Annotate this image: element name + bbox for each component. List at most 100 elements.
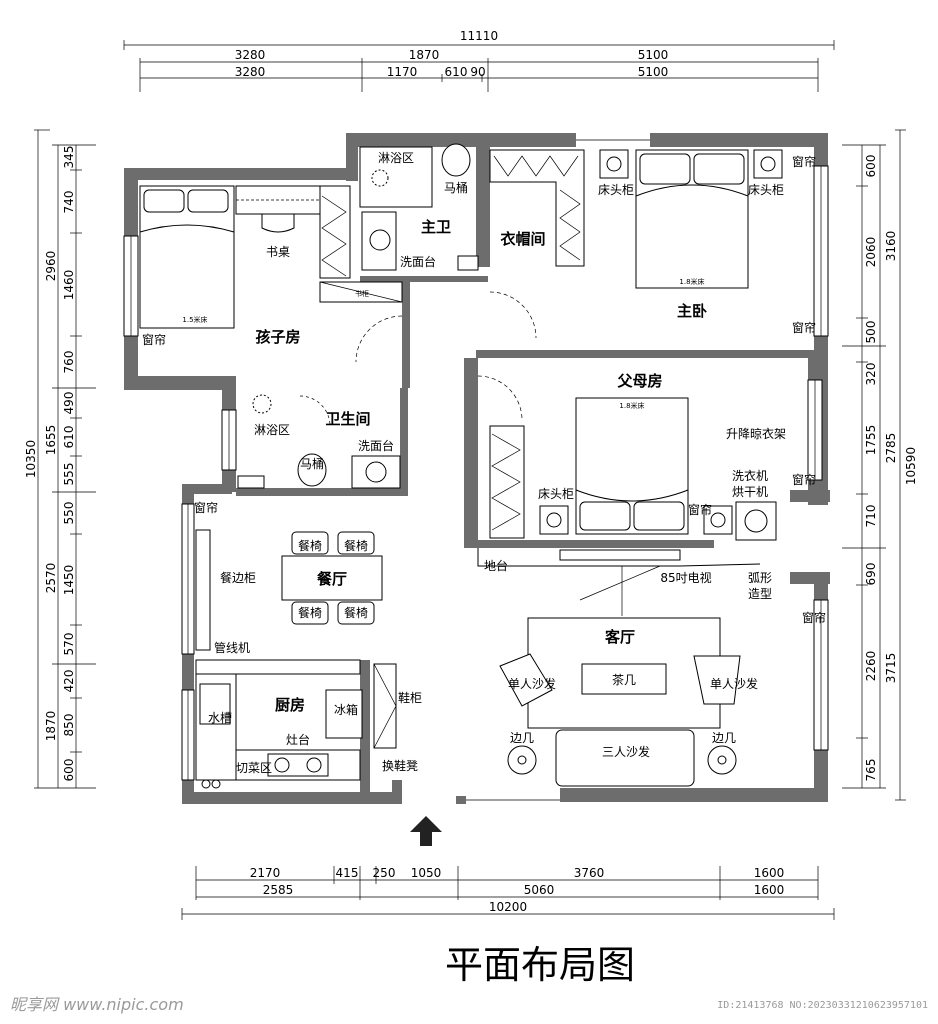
tea-table-label: 茶几 (612, 672, 636, 687)
dim-left-3: 2570 (44, 563, 58, 594)
chair-4: 餐椅 (344, 605, 368, 620)
bath-toilet (297, 453, 327, 487)
dim-left-i9: 1450 (62, 565, 76, 596)
dim-bottom-total: 10200 (489, 900, 527, 914)
dim-top-3: 5100 (638, 48, 669, 62)
dim-left-i8: 550 (62, 502, 76, 525)
dim-right-2: 2785 (884, 433, 898, 464)
dining-curtain-label: 窗帘 (194, 500, 218, 515)
room-child: 孩子房 (255, 328, 300, 346)
dim-top-r2-5: 5100 (638, 65, 669, 79)
room-master-bedroom: 主卧 (677, 302, 707, 320)
dim-right-i5: 1755 (864, 425, 878, 456)
parents-room: 父母房 1.8米床 床头柜 升降晾衣架 洗衣机 烘干机 窗帘 窗帘 (477, 372, 816, 541)
dim-left-i3: 1460 (62, 270, 76, 301)
room-living: 客厅 (604, 628, 635, 646)
pipeline-label: 管线机 (214, 640, 250, 655)
kitchen: 水槽 厨房 冰箱 灶台 切菜区 鞋柜 换鞋凳 (195, 659, 422, 789)
side-table-left (507, 745, 537, 775)
dim-right-i2: 2060 (864, 237, 878, 268)
left-dimensions: 10350 2960 1655 2570 1870 345 740 1460 7… (24, 129, 96, 789)
room-kitchen: 厨房 (275, 696, 305, 714)
room-bathroom: 卫生间 (325, 410, 370, 428)
dim-top-total: 11110 (460, 29, 498, 43)
living-curtain-label: 窗帘 (802, 610, 826, 625)
dim-left-i12: 850 (62, 714, 76, 737)
arc-label-2: 造型 (748, 587, 772, 601)
dim-bottom-5: 3760 (574, 866, 605, 880)
shoe-cabinet-label: 鞋柜 (398, 690, 422, 705)
dim-left-i1: 345 (62, 146, 76, 169)
chair-3: 餐椅 (298, 605, 322, 620)
dim-right-total: 10590 (904, 447, 918, 485)
fridge-label: 冰箱 (334, 702, 358, 717)
washer-label: 洗衣机 (732, 468, 768, 483)
master-bed-label: 1.8米床 (679, 277, 704, 286)
platform-label: 地台 (484, 558, 508, 573)
master-shower-label: 淋浴区 (378, 151, 414, 165)
side-table-right (707, 745, 737, 775)
single-sofa-right-label: 单人沙发 (710, 676, 758, 691)
dim-top-2: 1870 (409, 48, 440, 62)
bath-shower-label: 淋浴区 (254, 423, 290, 437)
three-seat-sofa (555, 729, 695, 787)
desk-label: 书桌 (266, 245, 290, 259)
dim-right-1: 3160 (884, 231, 898, 262)
dim-left-4: 1870 (44, 711, 58, 742)
sideboard-label: 餐边柜 (220, 570, 256, 585)
chopping-label: 切菜区 (236, 761, 272, 775)
bottom-dimensions: 2170 415 250 1050 3760 1600 2585 5060 16… (181, 866, 835, 920)
dim-left-i11: 420 (62, 670, 76, 693)
chair-1: 餐椅 (298, 538, 322, 553)
dim-top-r2-4: 90 (470, 65, 485, 79)
single-sofa-left (499, 653, 553, 707)
dim-right-i9: 765 (864, 759, 878, 782)
tv-label: 85吋电视 (660, 570, 711, 585)
chair-2: 餐椅 (344, 538, 368, 553)
dim-bottom-4: 1050 (411, 866, 442, 880)
dim-left-i7: 555 (62, 463, 76, 486)
tv (559, 549, 681, 561)
dim-left-total: 10350 (24, 440, 38, 478)
master-nightstand-right: 床头柜 (748, 183, 784, 197)
bookcase-label: 书柜 (355, 289, 369, 298)
room-dining: 餐厅 (317, 570, 347, 588)
stove (267, 753, 329, 777)
sideboard (195, 529, 211, 651)
tea-table (581, 663, 667, 695)
room-parents: 父母房 (616, 372, 662, 390)
dim-top-r2-3: 610 (445, 65, 468, 79)
dim-left-i10: 570 (62, 633, 76, 656)
parents-curtain-mid: 窗帘 (688, 502, 712, 517)
windows (123, 139, 829, 801)
dim-right-i6: 710 (864, 505, 878, 528)
dryer-label: 烘干机 (732, 485, 768, 499)
room-wardrobe: 衣帽间 (500, 230, 545, 248)
closet (319, 185, 351, 279)
dim-left-i2: 740 (62, 191, 76, 214)
master-bedroom: 床头柜 床头柜 1.8米床 主卧 窗帘 窗帘 (598, 149, 816, 335)
master-toilet (441, 143, 471, 177)
dim-left-i13: 600 (62, 759, 76, 782)
dim-top-r2-2: 1170 (387, 65, 418, 79)
dim-bottom-2: 415 (336, 866, 359, 880)
dim-left-i4: 760 (62, 351, 76, 374)
wardrobe-room: 衣帽间 (489, 149, 585, 339)
side-table-right-label: 边几 (712, 731, 736, 745)
master-curtain-bottom: 窗帘 (792, 320, 816, 335)
room-master-bath: 主卫 (421, 218, 451, 236)
three-sofa-label: 三人沙发 (602, 744, 650, 759)
dim-right-i7: 690 (864, 563, 878, 586)
dim-left-i6: 610 (62, 426, 76, 449)
watermark-id: ID:21413768 NO:20230331210623957101 (717, 1000, 928, 1011)
washer (735, 501, 777, 541)
stove-label: 灶台 (286, 732, 310, 747)
right-dimensions: 600 2060 500 320 1755 710 690 2260 765 3… (842, 129, 918, 801)
master-washbasin-label: 洗面台 (400, 254, 436, 269)
arc-label-1: 弧形 (748, 571, 772, 585)
master-nightstand-left: 床头柜 (598, 183, 634, 197)
single-sofa-right (693, 655, 741, 705)
child-room: 1.5米床 书桌 书柜 窗帘 孩子房 (139, 185, 403, 363)
dim-top-1: 3280 (235, 48, 266, 62)
